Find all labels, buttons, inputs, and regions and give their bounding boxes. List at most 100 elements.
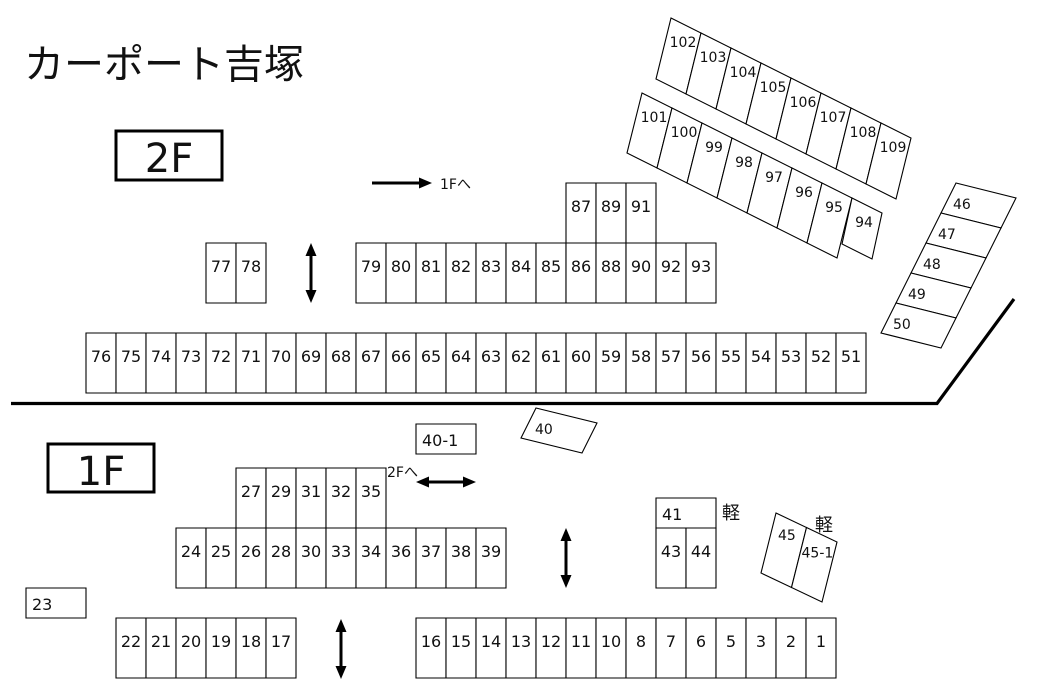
parking-space-number: 102 [670,35,697,51]
parking-space: 18 [235,617,267,679]
double-horizontal-arrow-icon [416,476,476,488]
parking-space-number: 35 [361,482,381,501]
parking-space-number: 108 [850,125,877,141]
parking-space-number: 50 [893,317,911,333]
parking-space: 74 [145,332,177,394]
parking-space: 86 [565,242,597,304]
floor-label-box [46,442,156,494]
parking-space: 39 [475,527,507,589]
parking-space-number: 84 [511,257,531,276]
parking-space: 27 [235,467,267,529]
parking-space: 40-1 [415,423,477,455]
parking-space: 44 [685,527,717,589]
parking-space-number: 21 [151,632,171,651]
parking-space-number: 106 [790,95,817,111]
parking-space-number: 45-1 [802,546,834,562]
parking-space: 14 [475,617,507,679]
parking-space: 77 [205,242,237,304]
parking-space-number: 105 [760,80,787,96]
parking-space-number: 8 [636,632,646,651]
parking-space: 81 [415,242,447,304]
parking-space-number: 29 [271,482,291,501]
parking-space-number: 96 [795,185,813,201]
parking-space-number: 60 [571,347,591,366]
parking-space-number: 98 [735,155,753,171]
parking-space: 57 [655,332,687,394]
parking-space-number: 107 [820,110,847,126]
parking-space: 29 [265,467,297,529]
parking-space-number: 55 [721,347,741,366]
parking-space: 31 [295,467,327,529]
parking-space: 79 [355,242,387,304]
parking-space: 10 [595,617,627,679]
parking-space-number: 26 [241,542,261,561]
parking-space-number: 14 [481,632,501,651]
double-vertical-arrow-icon [560,528,572,588]
parking-space-number: 36 [391,542,411,561]
parking-space: 62 [505,332,537,394]
direction-label-to-1f: 1Fへ [440,177,471,193]
parking-space-number: 30 [301,542,321,561]
double-vertical-arrow-icon [305,243,317,303]
parking-space: 20 [175,617,207,679]
parking-space: 25 [205,527,237,589]
parking-space: 56 [685,332,717,394]
parking-space-outline [865,122,912,200]
parking-space-number: 86 [571,257,591,276]
parking-space-outline [880,302,957,349]
parking-space-outline [805,617,837,679]
kei-car-label: 軽 [815,515,833,536]
parking-space: 16 [415,617,447,679]
parking-space-number: 5 [726,632,736,651]
parking-space: 7 [655,617,687,679]
parking-space-outline [265,617,297,679]
parking-space-number: 54 [751,347,771,366]
parking-space: 90 [625,242,657,304]
parking-space-number: 1 [816,632,826,651]
parking-space-number: 40-1 [422,431,458,450]
parking-space-outline [415,423,477,455]
parking-space: 93 [685,242,717,304]
parking-space-number: 23 [32,595,52,614]
parking-space-number: 83 [481,257,501,276]
parking-space: 11 [565,617,597,679]
parking-space-number: 62 [511,347,531,366]
parking-space: 24 [175,527,207,589]
parking-space-number: 46 [953,197,971,213]
parking-space: 43 [655,527,687,589]
parking-space-number: 79 [361,257,381,276]
parking-space-number: 70 [271,347,291,366]
parking-space: 2 [775,617,807,679]
parking-space: 3 [745,617,777,679]
floor-label-box [114,129,224,182]
double-vertical-arrow-icon [335,619,347,679]
parking-space-number: 88 [601,257,621,276]
parking-space: 76 [85,332,117,394]
floor-label-1f: 1F [46,442,156,495]
parking-space-number: 64 [451,347,471,366]
parking-space-number: 7 [666,632,676,651]
parking-space: 8 [625,617,657,679]
parking-space: 45-1 [790,526,838,603]
parking-space: 52 [805,332,837,394]
parking-space-outline [25,587,87,619]
parking-space: 72 [205,332,237,394]
parking-space: 40 [520,407,598,454]
parking-space-number: 87 [571,197,591,216]
parking-space-number: 39 [481,542,501,561]
parking-space: 73 [175,332,207,394]
parking-space: 80 [385,242,417,304]
parking-space: 15 [445,617,477,679]
parking-space-number: 44 [691,542,711,561]
parking-space: 66 [385,332,417,394]
parking-space: 91 [625,182,657,244]
parking-space: 59 [595,332,627,394]
parking-space: 32 [325,467,357,529]
parking-space: 12 [535,617,567,679]
floor-divider-line [11,298,1016,406]
parking-space: 28 [265,527,297,589]
parking-space-number: 109 [880,140,907,156]
parking-space: 96 [776,167,823,244]
parking-space-number: 69 [301,347,321,366]
